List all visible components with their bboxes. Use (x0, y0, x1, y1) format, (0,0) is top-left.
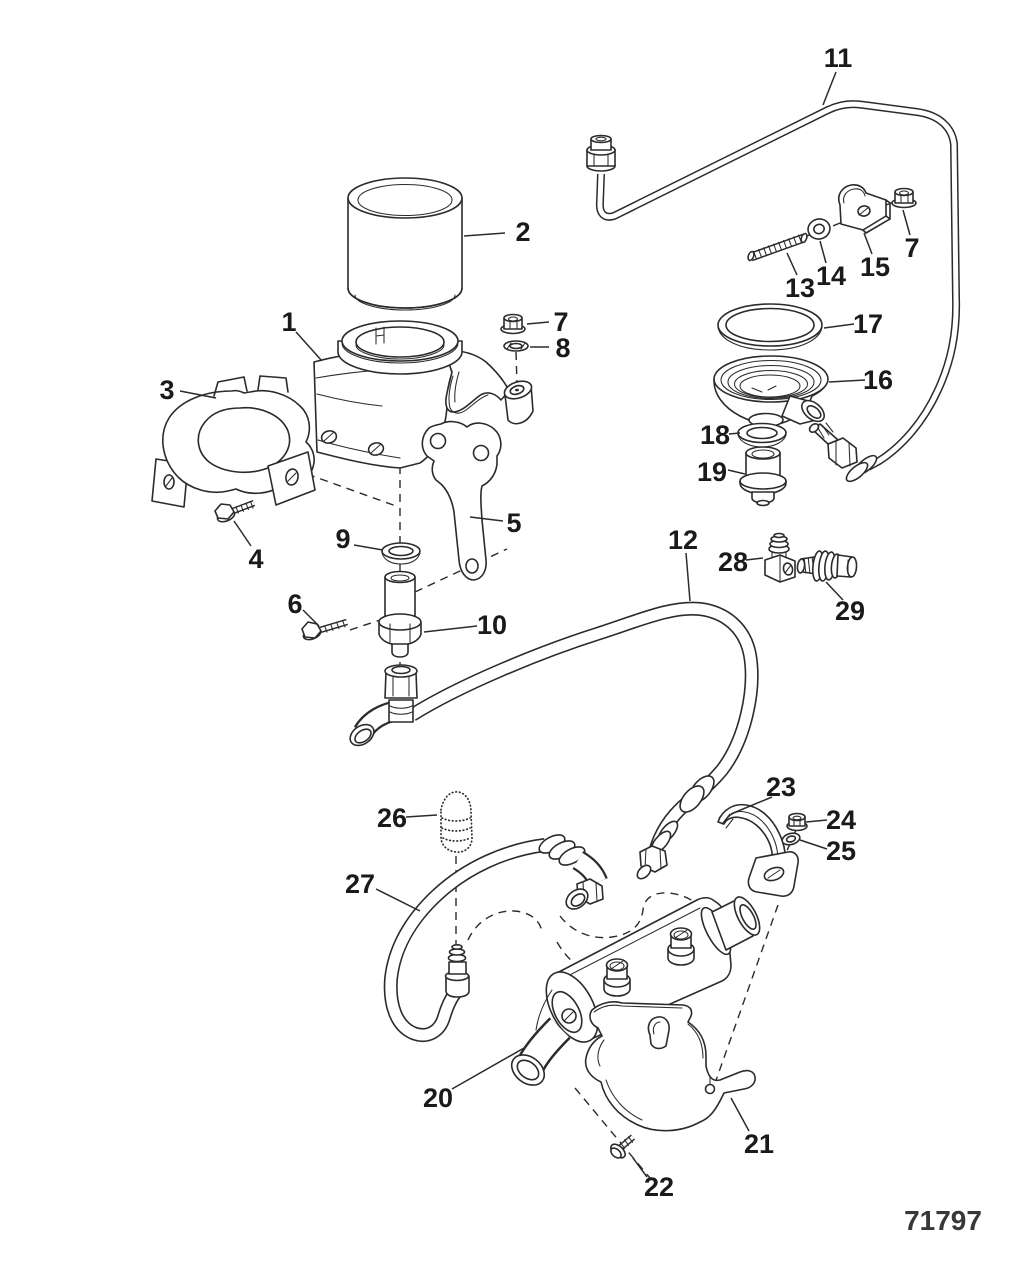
callout-5-label: 5 (506, 508, 521, 538)
callout-8-label: 8 (555, 333, 570, 363)
callout-3: 3 (159, 375, 217, 405)
callout-23: 23 (730, 772, 796, 815)
callout-1-label: 1 (281, 307, 296, 337)
callout-26-label: 26 (377, 803, 407, 833)
part-27-hose (383, 834, 608, 1042)
part-14-washer (807, 218, 831, 240)
part-7-nut-left (500, 313, 526, 335)
part-16-adapter (713, 355, 829, 428)
callouts: 1 2 3 4 5 6 7 8 9 10 11 12 13 14 15 7 16… (159, 43, 919, 1202)
callout-2-label: 2 (515, 217, 530, 247)
drawing-number: 71797 (904, 1205, 982, 1236)
part-25-washer (781, 832, 801, 846)
callout-24: 24 (805, 805, 856, 835)
callout-5: 5 (469, 508, 522, 538)
callout-25: 25 (799, 836, 856, 866)
callout-15: 15 (860, 232, 890, 282)
part-8-washer (503, 340, 529, 352)
part-21-saddle-bracket (584, 1001, 756, 1132)
callout-25-label: 25 (826, 836, 856, 866)
callout-27: 27 (345, 869, 421, 912)
callout-15-label: 15 (860, 252, 890, 282)
part-19-fitting (739, 446, 787, 507)
part-20-oil-cooler (510, 896, 761, 1086)
part-22-screw (610, 1134, 636, 1159)
callout-11-label: 11 (824, 43, 853, 73)
callout-1: 1 (281, 307, 323, 362)
callout-3-label: 3 (159, 375, 174, 405)
part-10-fitting (378, 570, 422, 658)
callout-10: 10 (423, 610, 507, 640)
callout-22-label: 22 (644, 1172, 674, 1202)
part-15-clip-nut (837, 184, 891, 234)
callout-10-label: 10 (477, 610, 507, 640)
callout-4-label: 4 (248, 544, 263, 574)
part-2-filter-canister (347, 177, 463, 311)
callout-13-label: 13 (785, 273, 815, 303)
callout-12: 12 (668, 525, 698, 602)
callout-21-label: 21 (744, 1129, 774, 1159)
callout-14: 14 (816, 240, 846, 291)
callout-17: 17 (823, 309, 883, 339)
callout-4: 4 (233, 520, 264, 574)
callout-23-label: 23 (766, 772, 796, 802)
callout-18: 18 (700, 420, 741, 450)
callout-13: 13 (785, 252, 815, 303)
part-26-plug (440, 791, 473, 853)
callout-16: 16 (828, 365, 893, 395)
callout-8: 8 (530, 333, 571, 363)
part-3-clamp (151, 375, 316, 508)
part-23-clamp-strap (717, 803, 799, 897)
callout-7-right-label: 7 (904, 233, 919, 263)
callout-7-left-label: 7 (553, 307, 568, 337)
callout-29-label: 29 (835, 596, 865, 626)
part-17-oring (717, 303, 823, 351)
callout-6: 6 (287, 589, 320, 627)
part-7-nut-right (891, 187, 917, 209)
callout-29: 29 (825, 581, 865, 626)
callout-11: 11 (822, 43, 853, 106)
callout-28: 28 (718, 547, 764, 577)
callout-7-left: 7 (526, 307, 569, 337)
part-4-bolt (214, 499, 256, 523)
callout-17-label: 17 (853, 309, 883, 339)
part-18-seal (737, 422, 787, 448)
callout-26: 26 (377, 803, 438, 833)
callout-9-label: 9 (335, 524, 350, 554)
callout-27-label: 27 (345, 869, 375, 899)
callout-7-right: 7 (902, 209, 920, 263)
part-28-fitting (764, 532, 796, 583)
callout-21: 21 (730, 1097, 774, 1159)
callout-24-label: 24 (826, 805, 856, 835)
part-11-tube (586, 100, 961, 483)
part-5-bracket-arm (421, 420, 502, 581)
callout-20-label: 20 (423, 1083, 453, 1113)
callout-2: 2 (463, 217, 531, 247)
callout-6-label: 6 (287, 589, 302, 619)
callout-19-label: 19 (697, 457, 727, 487)
callout-19: 19 (697, 457, 746, 487)
part-1-bracket (313, 320, 534, 469)
part-29-sensor (796, 550, 858, 582)
part-6-bolt (301, 618, 348, 641)
callout-16-label: 16 (863, 365, 893, 395)
part-9-washer (381, 542, 421, 565)
callout-22: 22 (632, 1157, 674, 1202)
callout-12-label: 12 (668, 525, 698, 555)
part-13-stud (747, 232, 808, 262)
part-24-nut (786, 812, 808, 832)
callout-20: 20 (423, 1047, 525, 1113)
callout-9: 9 (335, 524, 384, 554)
callout-14-label: 14 (816, 261, 846, 291)
callout-18-label: 18 (700, 420, 730, 450)
callout-28-label: 28 (718, 547, 748, 577)
part-12-hose (349, 601, 759, 880)
